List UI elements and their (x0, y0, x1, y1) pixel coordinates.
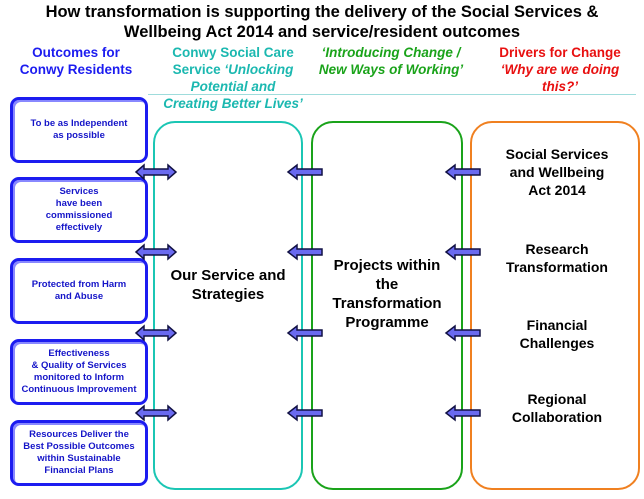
projects-column-line-4: Programme (345, 314, 429, 331)
header-drivers: Drivers for Change ‘Why are we doing thi… (478, 44, 642, 95)
outcome-box-independent: To be as Independent as possible (10, 97, 148, 163)
outcome-protected-line-1: Protected from Harm (31, 279, 127, 290)
driver-act-line-2: and Wellbeing (509, 164, 605, 180)
driver-act-line-1: Social Services (505, 146, 609, 162)
driver-research-line-1: Research (525, 241, 589, 257)
driver-item-financial: Financial Challenges (472, 316, 642, 352)
outcome-commissioned-line-3: commissioned (45, 210, 113, 221)
service-column (153, 121, 303, 490)
driver-act-line-3: Act 2014 (528, 182, 586, 198)
column-top-rule (148, 94, 636, 95)
projects-column-line-1: Projects within (333, 257, 441, 274)
outcome-effectiveness-line-3: monitored to Inform (33, 372, 125, 383)
title-line-2: Wellbeing Act 2014 and service/resident … (123, 23, 521, 41)
driver-research-line-2: Transformation (506, 259, 608, 275)
outcome-commissioned-line-1: Services (59, 186, 99, 197)
header-service-line-3: Potential and (190, 79, 276, 94)
outcome-box-resources: Resources Deliver the Best Possible Outc… (10, 420, 148, 486)
header-outcomes-line-2: Conwy Residents (19, 62, 133, 77)
driver-item-regional: Regional Collaboration (472, 390, 642, 426)
projects-column-line-3: Transformation (332, 295, 442, 312)
projects-column (311, 121, 463, 490)
left-arrow-projects-1 (287, 164, 323, 180)
outcome-resources-line-2: Best Possible Outcomes (23, 441, 135, 452)
drivers-column (470, 121, 640, 490)
header-outcomes: Outcomes for Conwy Residents (6, 44, 146, 78)
outcome-independent-line-1: To be as Independent (30, 118, 128, 129)
header-service: Conwy Social Care Service ‘Unlocking Pot… (158, 44, 308, 112)
header-outcomes-line-1: Outcomes for (32, 45, 120, 60)
double-arrow-4 (135, 405, 177, 421)
header-service-line-2: Service ‘Unlocking (158, 61, 308, 78)
service-column-line-2: Strategies (191, 286, 265, 303)
driver-regional-line-1: Regional (527, 391, 587, 407)
projects-column-text: Projects within the Transformation Progr… (313, 256, 461, 332)
header-service-line-2-plain: Service (172, 62, 225, 77)
outcome-effectiveness-line-4: Continuous Improvement (21, 384, 137, 395)
double-arrow-3 (135, 325, 177, 341)
title-line-1: How transformation is supporting the del… (45, 3, 599, 21)
outcome-protected-line-2: and Abuse (54, 291, 104, 302)
service-column-text: Our Service and Strategies (156, 266, 300, 304)
outcome-resources-line-1: Resources Deliver the (29, 429, 129, 440)
service-column-line-1: Our Service and (170, 267, 286, 284)
outcome-resources-line-3: within Sustainable (37, 453, 121, 464)
outcome-independent-line-2: as possible (53, 130, 105, 141)
diagram-title: How transformation is supporting the del… (0, 2, 644, 42)
double-arrow-2 (135, 244, 177, 260)
header-drivers-line-2: ‘Why are we doing (500, 62, 620, 77)
driver-financial-line-2: Challenges (519, 335, 595, 351)
left-arrow-drivers-3 (445, 325, 481, 341)
left-arrow-projects-3 (287, 325, 323, 341)
outcome-box-effectiveness: Effectiveness & Quality of Services moni… (10, 339, 148, 405)
driver-item-act: Social Services and Wellbeing Act 2014 (472, 145, 642, 199)
header-service-line-4: Creating Better Lives’ (163, 96, 303, 111)
header-change-line-1: ‘Introducing Change / (321, 45, 461, 60)
outcome-effectiveness-line-1: Effectiveness (48, 348, 110, 359)
driver-financial-line-1: Financial (526, 317, 588, 333)
left-arrow-projects-4 (287, 405, 323, 421)
outcome-resources-line-4: Financial Plans (44, 465, 114, 476)
left-arrow-drivers-4 (445, 405, 481, 421)
left-arrow-drivers-2 (445, 244, 481, 260)
outcome-commissioned-line-4: effectively (55, 222, 103, 233)
left-arrow-drivers-1 (445, 164, 481, 180)
projects-column-line-2: the (375, 276, 399, 293)
outcome-box-commissioned: Services have been commissioned effectiv… (10, 177, 148, 243)
header-drivers-line-1: Drivers for Change (499, 45, 621, 60)
double-arrow-1 (135, 164, 177, 180)
header-service-line-1: Conwy Social Care (172, 45, 294, 60)
left-arrow-projects-2 (287, 244, 323, 260)
header-service-line-2-italic: ‘Unlocking (224, 62, 294, 77)
header-change-line-2: New Ways of Working’ (318, 62, 464, 77)
header-drivers-line-3: this?’ (542, 79, 578, 94)
driver-regional-line-2: Collaboration (511, 409, 603, 425)
outcome-commissioned-line-2: have been (55, 198, 103, 209)
driver-item-research: Research Transformation (472, 240, 642, 276)
outcome-effectiveness-line-2: & Quality of Services (31, 360, 127, 371)
outcome-box-protected: Protected from Harm and Abuse (10, 258, 148, 324)
header-change: ‘Introducing Change / New Ways of Workin… (308, 44, 474, 78)
